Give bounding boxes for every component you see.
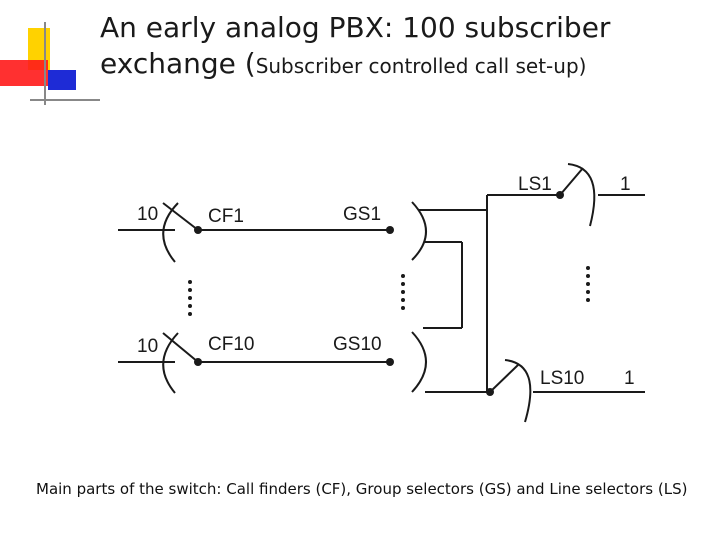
decor-red-square bbox=[0, 60, 48, 86]
ls10-switch-arc bbox=[504, 359, 532, 423]
ls1-label: LS1 bbox=[518, 174, 552, 195]
ls1-contact bbox=[556, 191, 564, 199]
cf1-wiper bbox=[162, 202, 199, 231]
gs1-contact bbox=[386, 226, 394, 234]
cf-ellipsis-dots bbox=[188, 280, 192, 316]
gs10-label: GS10 bbox=[333, 334, 382, 355]
decor-blue-square bbox=[48, 70, 76, 90]
ls-ellipsis-dots bbox=[586, 266, 590, 302]
gs-ellipsis-dots bbox=[401, 274, 405, 310]
title-line-2-main: exchange ( bbox=[100, 47, 256, 80]
slide-caption: Main parts of the switch: Call finders (… bbox=[36, 480, 688, 498]
cf10-contact bbox=[194, 358, 202, 366]
gs1-switch-arc bbox=[411, 201, 427, 261]
cf1-contact bbox=[194, 226, 202, 234]
ls10-output-label: 1 bbox=[624, 368, 635, 389]
cf1-input-label: 10 bbox=[137, 204, 158, 225]
gs1-label: GS1 bbox=[343, 204, 381, 225]
ls1-output-label: 1 bbox=[620, 174, 631, 195]
cf10-switch-arc bbox=[162, 332, 179, 394]
title-line-2-small: Subscriber controlled call set-up) bbox=[255, 54, 587, 78]
ls1-wiper bbox=[559, 167, 584, 196]
gs10-contact bbox=[386, 358, 394, 366]
cf10-wiper bbox=[162, 332, 199, 363]
ls10-wiper bbox=[489, 364, 519, 393]
cf10-label: CF10 bbox=[208, 334, 254, 355]
cf1-label: CF1 bbox=[208, 206, 244, 227]
title-line-2: exchange (Subscriber controlled call set… bbox=[100, 46, 710, 84]
cf1-switch-arc bbox=[162, 202, 179, 263]
ls1-switch-arc bbox=[567, 163, 596, 227]
slide-title: An early analog PBX: 100 subscriber exch… bbox=[100, 10, 710, 84]
gs10-switch-arc bbox=[411, 331, 427, 393]
ls10-label: LS10 bbox=[540, 368, 584, 389]
ls10-contact bbox=[486, 388, 494, 396]
title-line-1: An early analog PBX: 100 subscriber bbox=[100, 11, 611, 44]
title-decoration bbox=[0, 22, 100, 105]
cf10-input-label: 10 bbox=[137, 336, 158, 357]
